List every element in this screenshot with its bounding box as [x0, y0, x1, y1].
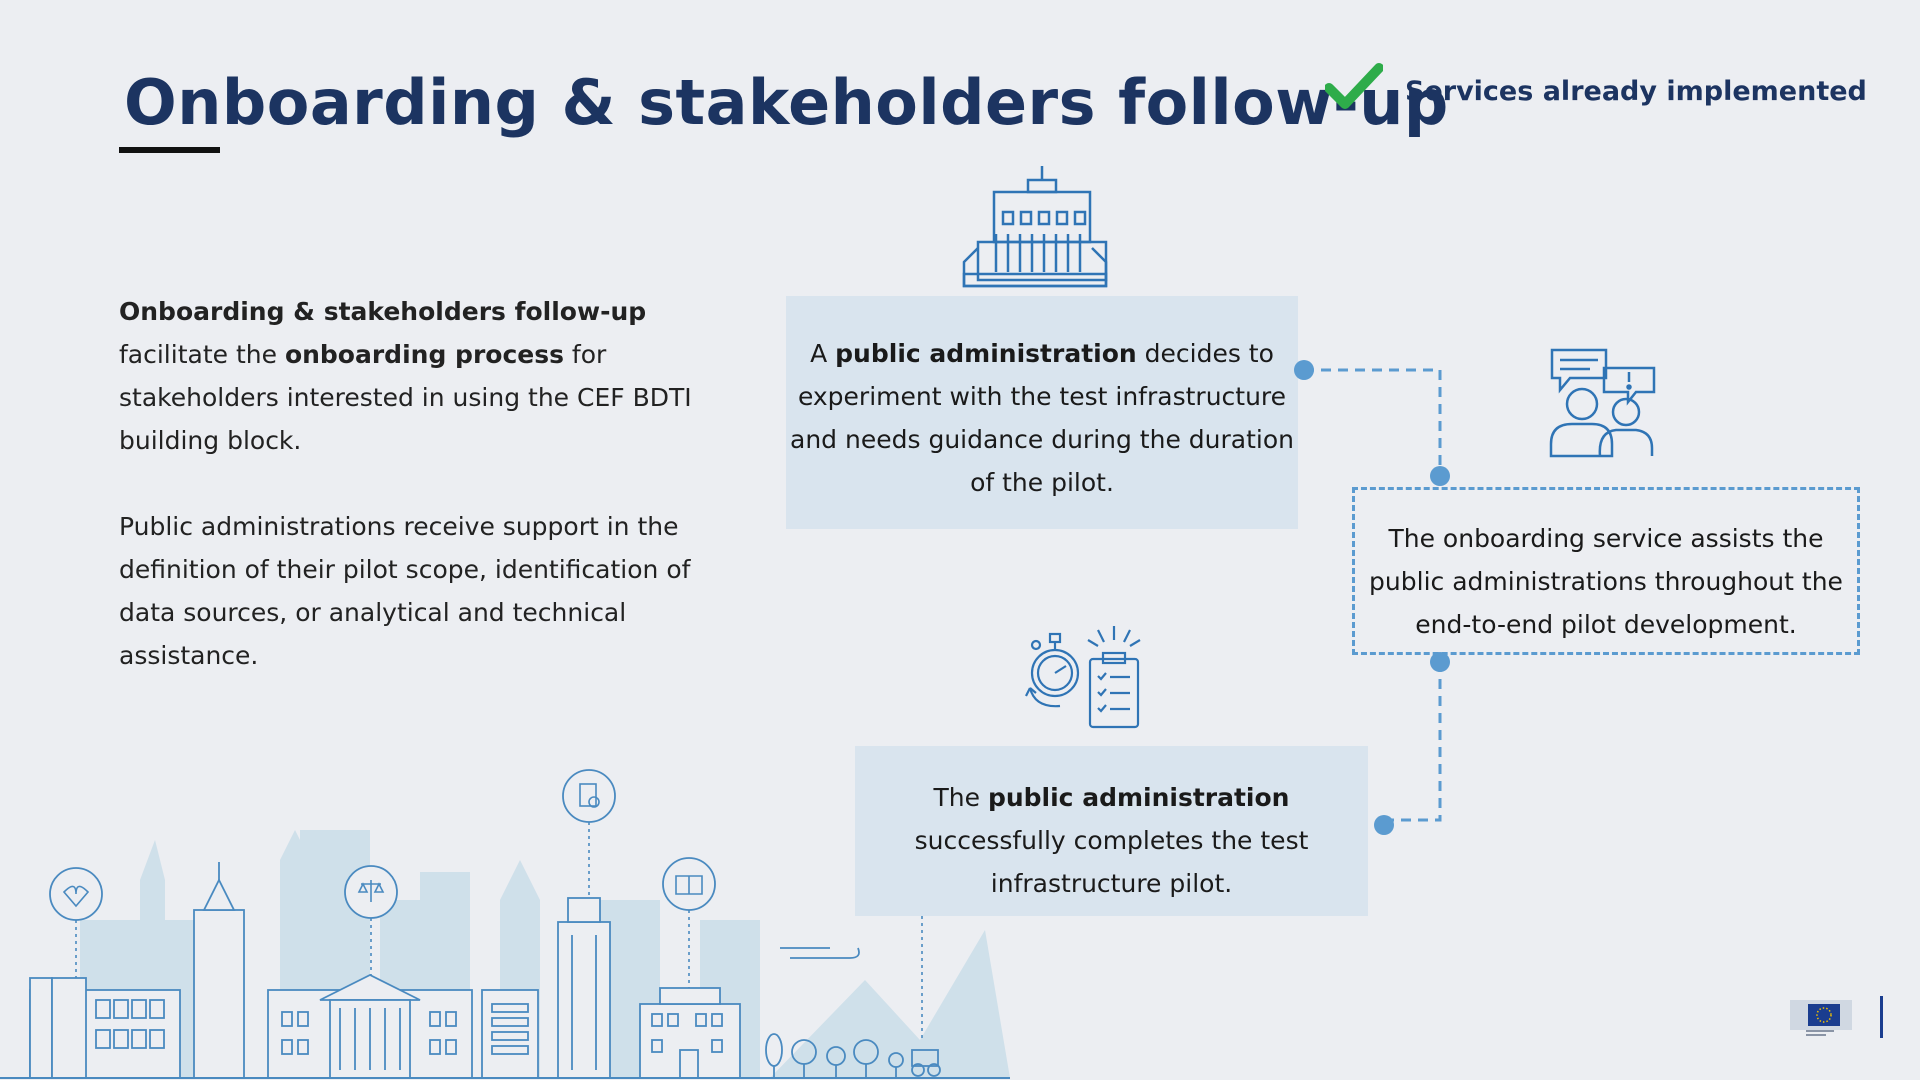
step-1-pre: A: [810, 339, 836, 368]
intro-text: Onboarding & stakeholders follow-up facil…: [119, 290, 709, 720]
step-1-box: A public administration decides to exper…: [786, 296, 1298, 529]
european-commission-logo: [1790, 996, 1883, 1038]
step-3-bold: public administration: [987, 783, 1290, 812]
intro-paragraph-2: Public administrations receive support i…: [119, 512, 691, 670]
page-title: Onboarding & stakeholders follow-up: [124, 66, 1449, 139]
government-building-icon: [962, 166, 1108, 288]
step-3-post: successfully completes the test infrastr…: [914, 826, 1309, 898]
step-2-box: The onboarding service assists the publi…: [1352, 487, 1860, 655]
stopwatch-checklist-icon: [1025, 626, 1141, 729]
intro-paragraph-1: Onboarding & stakeholders follow-up facil…: [119, 290, 709, 462]
people-chat-icon: [1549, 348, 1656, 458]
step-1-bold: public administration: [835, 339, 1137, 368]
intro-text-a: facilitate the: [119, 340, 285, 369]
checkmark-icon: [1325, 63, 1383, 109]
intro-text-b: for stakeholders interested in using the…: [119, 340, 692, 455]
step-3-pre: The: [933, 783, 988, 812]
intro-bold-lead: Onboarding & stakeholders follow-up: [119, 297, 647, 326]
legend-label: Services already implemented: [1405, 76, 1867, 107]
step-3-box: The public administration successfully c…: [855, 746, 1368, 916]
step-1-post: decides to experiment with the test infr…: [790, 339, 1294, 497]
title-underline: [119, 147, 220, 153]
intro-bold-mid: onboarding process: [284, 340, 564, 369]
step-2-text: The onboarding service assists the publi…: [1369, 524, 1843, 639]
